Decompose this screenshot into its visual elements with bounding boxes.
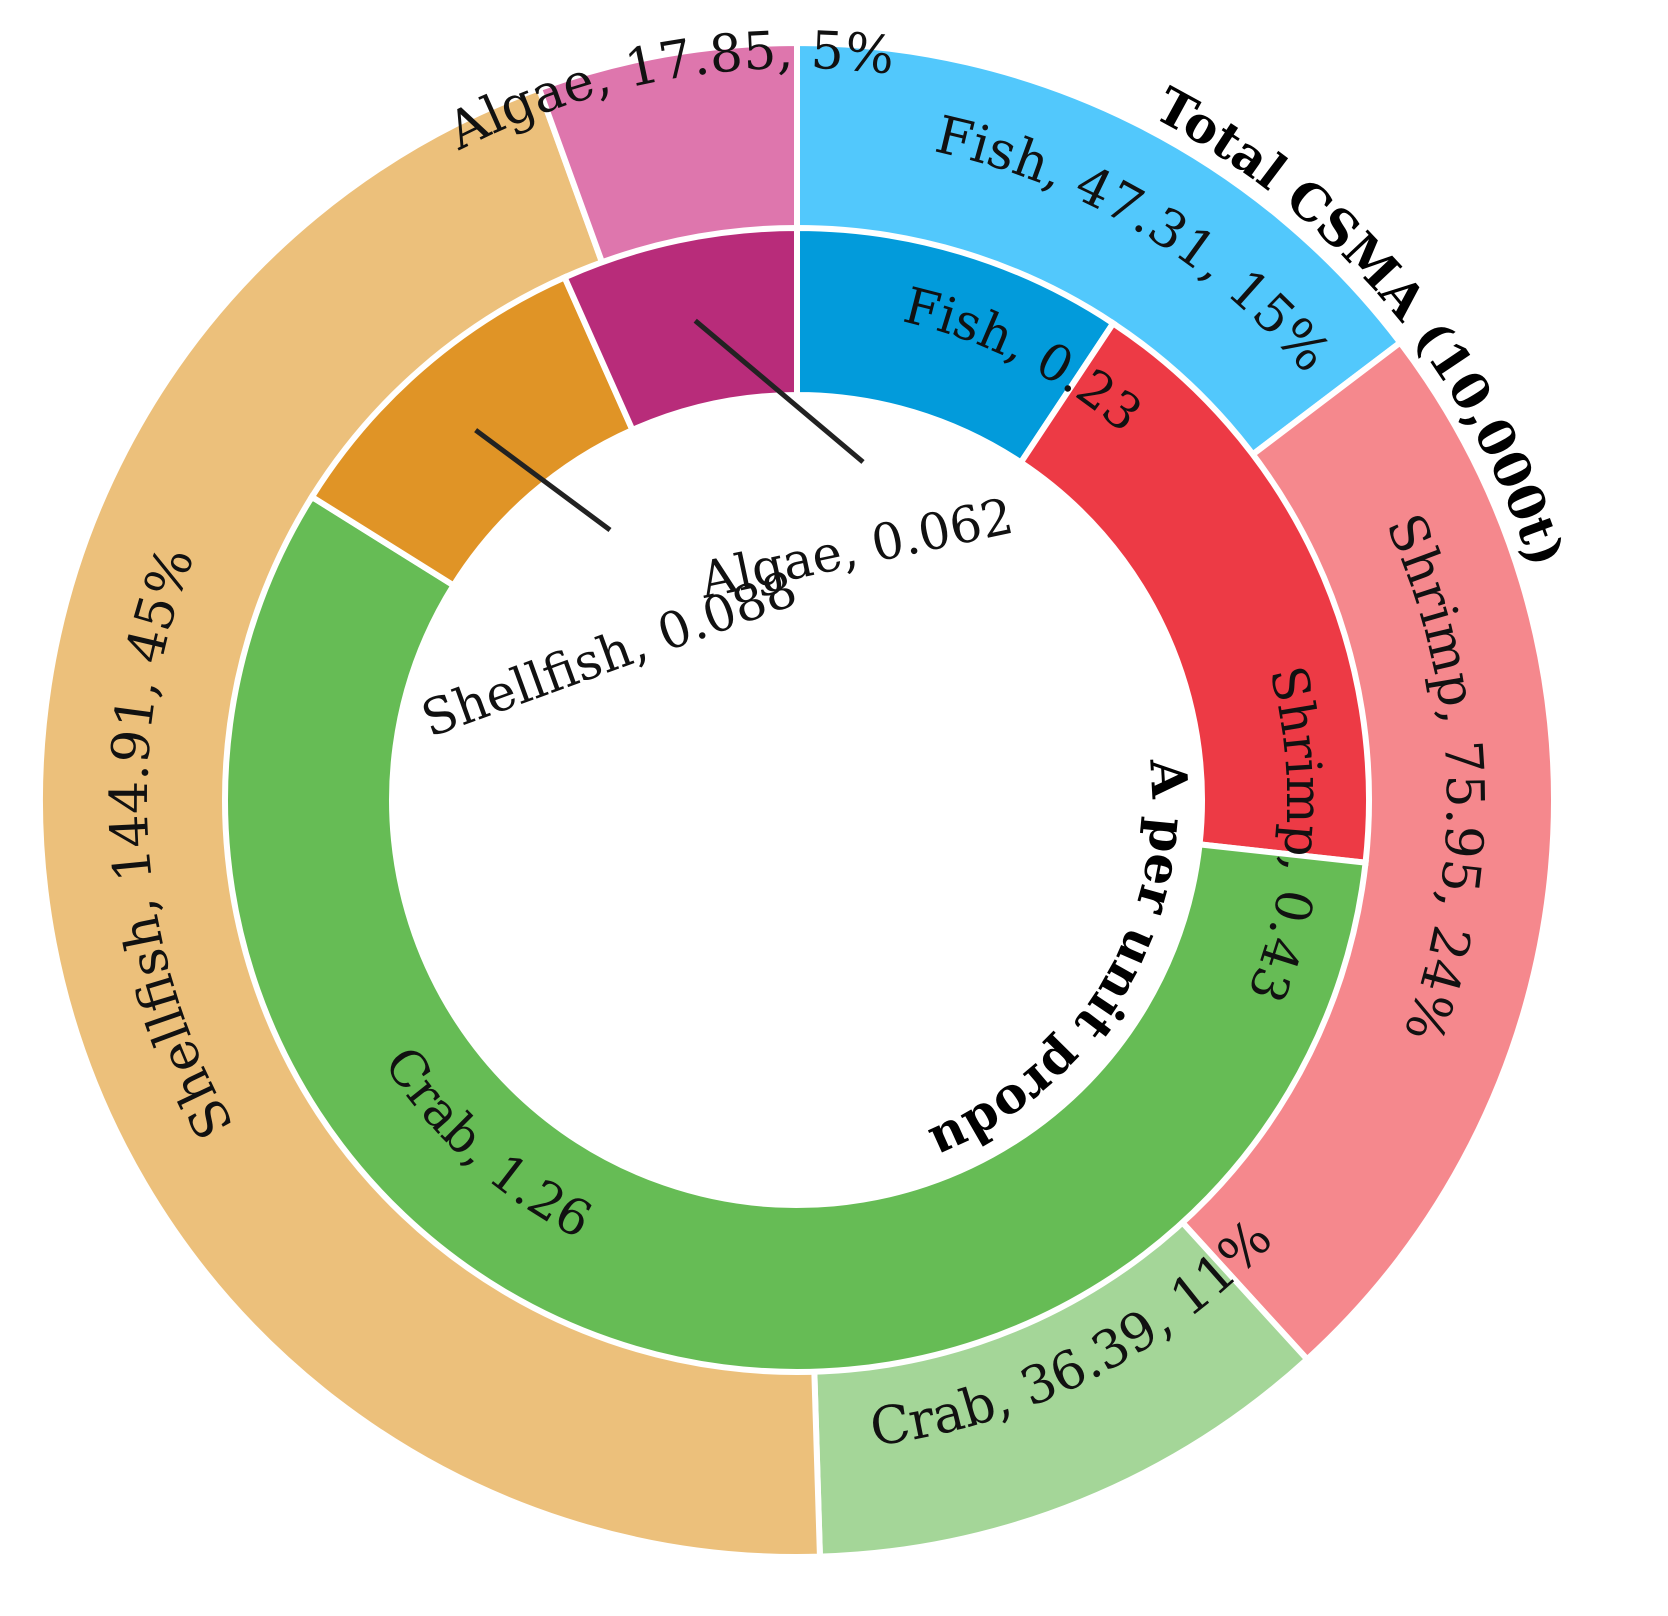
leader-lines bbox=[474, 318, 865, 533]
inner-slice-crab bbox=[222, 492, 1369, 1375]
inner-slice-shrimp bbox=[1016, 319, 1372, 866]
inner-slice-algae bbox=[560, 224, 800, 434]
leader-line-algae bbox=[693, 318, 865, 464]
leader-line-shellfish bbox=[474, 428, 612, 533]
inner-ring bbox=[222, 224, 1372, 1375]
inner-label-shellfish: Shellfish, 0.088 bbox=[414, 559, 804, 748]
